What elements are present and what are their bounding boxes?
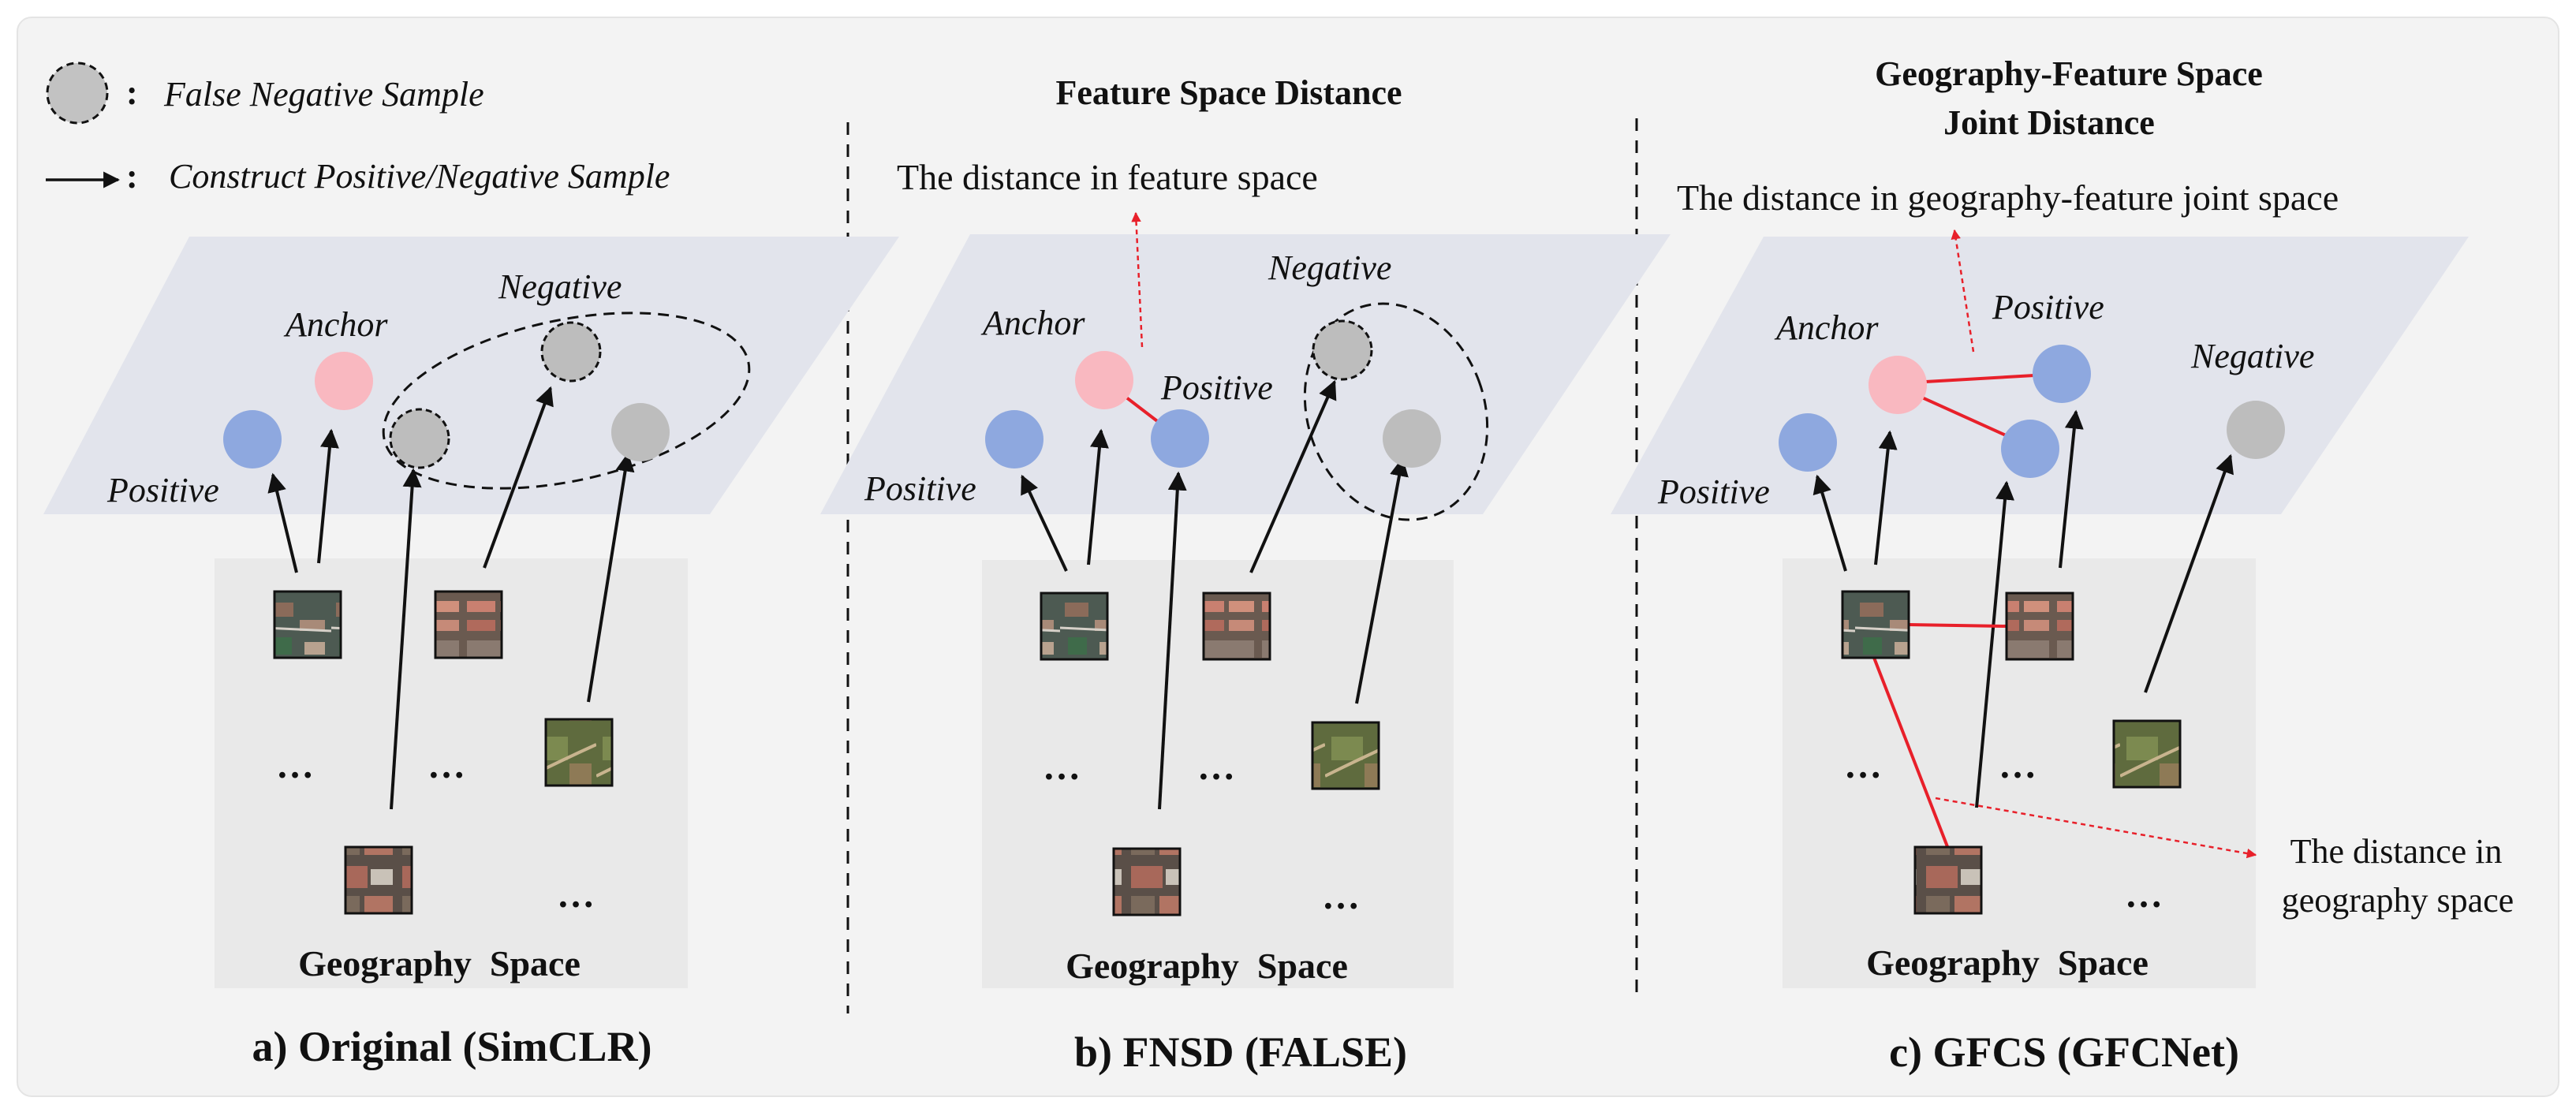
ellipsis-a-1: … bbox=[276, 745, 314, 786]
positive-node-c-2 bbox=[2033, 345, 2091, 403]
negative-group-ellipse-b bbox=[1303, 302, 1489, 521]
heading-c-line2: Joint Distance bbox=[1943, 103, 2155, 142]
panel-b: Feature Space Distance The distance in f… bbox=[820, 73, 1671, 1076]
joint-distance-pointer-c bbox=[1951, 229, 1975, 353]
anchor-label-b: Anchor bbox=[980, 304, 1085, 342]
legend-colon-2: : bbox=[126, 157, 138, 196]
negative-label-c: Negative bbox=[2190, 337, 2314, 375]
aerial-image-tile bbox=[1841, 590, 1910, 659]
panel-c: Geography-Feature Space Joint Distance T… bbox=[1611, 54, 2514, 1076]
aerial-image-tile bbox=[1311, 721, 1380, 790]
arrow-c-1 bbox=[1813, 474, 1847, 572]
ellipsis-c-1: … bbox=[1844, 745, 1882, 786]
anchor-node-a bbox=[315, 352, 373, 410]
ellipsis-a-2: … bbox=[427, 745, 465, 786]
heading-c-line1: Geography-Feature Space bbox=[1875, 54, 2263, 93]
annotation-b: The distance in feature space bbox=[897, 157, 1318, 197]
geo-link-c-1 bbox=[1908, 623, 2007, 628]
caption-b: b) FNSD (FALSE) bbox=[1074, 1028, 1407, 1076]
arrow-c-3 bbox=[1975, 480, 2014, 808]
aerial-image-tile bbox=[2005, 592, 2074, 661]
geo-space-label-a: Geography Space bbox=[298, 943, 581, 983]
geo-annotation-c-line1: The distance in bbox=[2290, 832, 2503, 871]
legend: : False Negative Sample : Construct Posi… bbox=[46, 62, 670, 196]
arrow-b-3 bbox=[1158, 471, 1187, 810]
negative-node-c bbox=[2227, 401, 2285, 459]
ellipsis-c-2: … bbox=[1999, 745, 2037, 786]
arrow-b-1 bbox=[1021, 474, 1068, 572]
negative-node-b bbox=[1383, 409, 1441, 468]
arrow-a-5 bbox=[587, 452, 635, 703]
false-negative-node-b bbox=[1312, 319, 1373, 381]
heading-b: Feature Space Distance bbox=[1055, 73, 1402, 112]
positive-node-b-1 bbox=[985, 410, 1043, 468]
geo-space-label-b: Geography Space bbox=[1066, 946, 1348, 986]
arrow-a-3 bbox=[390, 468, 422, 810]
positive-node-a bbox=[223, 410, 282, 468]
ellipsis-b-3: … bbox=[1322, 875, 1360, 917]
false-negative-node-a-2 bbox=[540, 321, 602, 383]
anchor-label-c: Anchor bbox=[1774, 308, 1879, 347]
positive-node-b-2 bbox=[1151, 409, 1209, 468]
positive-node-c-1 bbox=[1779, 413, 1837, 472]
negative-node-a bbox=[611, 403, 670, 461]
aerial-image-tile bbox=[273, 590, 342, 659]
ellipsis-c-3: … bbox=[2125, 874, 2163, 916]
arrow-b-5 bbox=[1355, 457, 1409, 704]
aerial-image-tile bbox=[544, 718, 614, 787]
arrow-a-4 bbox=[483, 386, 554, 569]
arrow-c-4 bbox=[2059, 409, 2084, 569]
arrow-b-2 bbox=[1087, 428, 1109, 565]
positive-label-b-1: Positive bbox=[864, 469, 976, 508]
negative-group-ellipse-a bbox=[382, 312, 751, 490]
aerial-image-tile bbox=[1112, 847, 1182, 916]
false-negative-legend-icon bbox=[46, 62, 109, 125]
geo-annotation-c-line2: geography space bbox=[2282, 881, 2514, 920]
aerial-image-tile bbox=[434, 590, 503, 659]
negative-label-b: Negative bbox=[1267, 248, 1391, 287]
caption-a: a) Original (SimCLR) bbox=[252, 1023, 652, 1070]
arrow-c-2 bbox=[1874, 430, 1898, 565]
ellipsis-a-3: … bbox=[557, 874, 595, 916]
annotation-c: The distance in geography-feature joint … bbox=[1677, 177, 2339, 218]
positive-label-c-2: Positive bbox=[1992, 288, 2104, 327]
arrow-a-2 bbox=[317, 428, 339, 564]
geo-space-label-c: Geography Space bbox=[1866, 942, 2149, 983]
legend-construct-label: Construct Positive/Negative Sample bbox=[169, 157, 670, 196]
negative-label-a: Negative bbox=[498, 267, 622, 306]
aerial-image-tile bbox=[1040, 592, 1109, 661]
panel-a: Anchor Positive Negative … … … Geography… bbox=[43, 237, 899, 1070]
aerial-image-tile bbox=[1202, 592, 1271, 661]
anchor-node-b bbox=[1075, 351, 1133, 409]
anchor-label-a: Anchor bbox=[283, 305, 388, 344]
geo-distance-pointer-c bbox=[1935, 797, 2257, 859]
ellipsis-b-2: … bbox=[1197, 746, 1235, 788]
false-negative-node-a-1 bbox=[389, 408, 450, 469]
aerial-image-tile bbox=[2112, 719, 2182, 789]
legend-colon-1: : bbox=[126, 73, 138, 112]
arrow-a-1 bbox=[267, 472, 298, 573]
legend-false-negative-label: False Negative Sample bbox=[163, 75, 484, 114]
positive-label-a: Positive bbox=[106, 471, 219, 509]
positive-label-c-1: Positive bbox=[1657, 472, 1770, 511]
positive-label-b-2: Positive bbox=[1160, 368, 1273, 407]
arrow-c-5 bbox=[2144, 453, 2234, 693]
aerial-image-tile bbox=[1913, 845, 1983, 915]
positive-node-c-3 bbox=[2001, 420, 2059, 478]
ellipsis-b-1: … bbox=[1043, 746, 1081, 788]
anchor-node-c bbox=[1869, 356, 1927, 414]
arrow-b-4 bbox=[1249, 379, 1337, 573]
aerial-image-tile bbox=[344, 845, 413, 915]
caption-c: c) GFCS (GFCNet) bbox=[1889, 1028, 2239, 1076]
geo-link-c-2 bbox=[1872, 657, 1950, 849]
